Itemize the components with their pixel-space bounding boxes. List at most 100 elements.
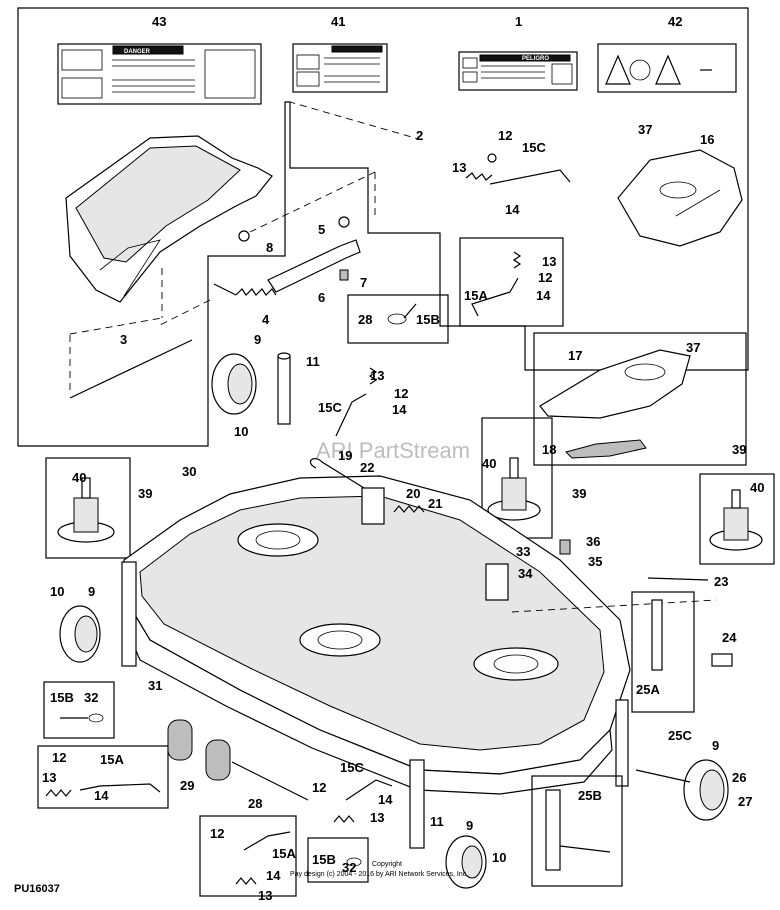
callout-12[interactable]: 12 bbox=[538, 270, 552, 285]
spring-20 bbox=[393, 505, 425, 513]
callout-28[interactable]: 28 bbox=[358, 312, 372, 327]
callout-40[interactable]: 40 bbox=[72, 470, 86, 485]
callout-40[interactable]: 40 bbox=[750, 480, 764, 495]
callout-42[interactable]: 42 bbox=[668, 14, 682, 29]
callout-14[interactable]: 14 bbox=[266, 868, 281, 883]
callout-10[interactable]: 10 bbox=[492, 850, 506, 865]
inset-spindle-right bbox=[699, 473, 775, 565]
callout-40[interactable]: 40 bbox=[482, 456, 496, 471]
callout-11[interactable]: 11 bbox=[430, 814, 444, 829]
callout-1[interactable]: 1 bbox=[515, 14, 522, 29]
decal-42 bbox=[597, 43, 737, 93]
callout-36[interactable]: 36 bbox=[586, 534, 600, 549]
callout-13[interactable]: 13 bbox=[370, 368, 384, 383]
callout-21[interactable]: 21 bbox=[428, 496, 442, 511]
callout-5[interactable]: 5 bbox=[318, 222, 325, 237]
callout-20[interactable]: 20 bbox=[406, 486, 420, 501]
washer-8 bbox=[238, 230, 250, 242]
callout-15b[interactable]: 15B bbox=[50, 690, 74, 705]
callout-43[interactable]: 43 bbox=[152, 14, 166, 29]
callout-30[interactable]: 30 bbox=[182, 464, 196, 479]
callout-29[interactable]: 29 bbox=[180, 778, 194, 793]
callout-9[interactable]: 9 bbox=[712, 738, 719, 753]
callout-13[interactable]: 13 bbox=[542, 254, 556, 269]
callout-19[interactable]: 19 bbox=[338, 448, 352, 463]
callout-32[interactable]: 32 bbox=[342, 860, 356, 875]
callout-9[interactable]: 9 bbox=[254, 332, 261, 347]
callout-13[interactable]: 13 bbox=[452, 160, 466, 175]
callout-39[interactable]: 39 bbox=[732, 442, 746, 457]
callout-15b[interactable]: 15B bbox=[312, 852, 336, 867]
callout-8[interactable]: 8 bbox=[266, 240, 273, 255]
callout-17[interactable]: 17 bbox=[568, 348, 582, 363]
callout-37[interactable]: 37 bbox=[638, 122, 652, 137]
copyright-line-2: Pay design (c) 2004 - 2016 by ARI Networ… bbox=[290, 871, 468, 878]
callout-14[interactable]: 14 bbox=[536, 288, 551, 303]
callout-12[interactable]: 12 bbox=[498, 128, 512, 143]
mower-deck-30 bbox=[121, 475, 631, 795]
callout-16[interactable]: 16 bbox=[700, 132, 714, 147]
callout-15a[interactable]: 15A bbox=[272, 846, 296, 861]
callout-14[interactable]: 14 bbox=[505, 202, 520, 217]
callout-26[interactable]: 26 bbox=[732, 770, 746, 785]
roller-29 bbox=[167, 719, 309, 801]
peligro-label: PELIGRO bbox=[522, 56, 549, 62]
callout-23[interactable]: 23 bbox=[714, 574, 728, 589]
callout-34[interactable]: 34 bbox=[518, 566, 533, 581]
callout-15b[interactable]: 15B bbox=[416, 312, 440, 327]
callout-12[interactable]: 12 bbox=[52, 750, 66, 765]
callout-15a[interactable]: 15A bbox=[464, 288, 488, 303]
callout-25a[interactable]: 25A bbox=[636, 682, 660, 697]
callout-39[interactable]: 39 bbox=[138, 486, 152, 501]
callout-13[interactable]: 13 bbox=[42, 770, 56, 785]
callout-15c[interactable]: 15C bbox=[318, 400, 342, 415]
callout-2[interactable]: 2 bbox=[416, 128, 423, 143]
spindle-right bbox=[709, 489, 763, 551]
callout-13[interactable]: 13 bbox=[370, 810, 384, 825]
callout-22[interactable]: 22 bbox=[360, 460, 374, 475]
callout-25c[interactable]: 25C bbox=[668, 728, 692, 743]
callout-15a[interactable]: 15A bbox=[100, 752, 124, 767]
decal-1: PELIGRO bbox=[458, 51, 578, 91]
callout-12[interactable]: 12 bbox=[210, 826, 224, 841]
spindle-25a bbox=[651, 599, 663, 671]
callout-33[interactable]: 33 bbox=[516, 544, 530, 559]
callout-24[interactable]: 24 bbox=[722, 630, 737, 645]
callout-28[interactable]: 28 bbox=[248, 796, 262, 811]
callout-9[interactable]: 9 bbox=[466, 818, 473, 833]
inset-17-18 bbox=[533, 332, 747, 466]
callout-4[interactable]: 4 bbox=[262, 312, 270, 327]
callout-31[interactable]: 31 bbox=[148, 678, 162, 693]
callout-35[interactable]: 35 bbox=[588, 554, 602, 569]
callout-3[interactable]: 3 bbox=[120, 332, 127, 347]
callout-12[interactable]: 12 bbox=[394, 386, 408, 401]
inset-spindle-left bbox=[45, 457, 131, 559]
callout-10[interactable]: 10 bbox=[50, 584, 64, 599]
inset-15a-top bbox=[459, 237, 564, 327]
callout-12[interactable]: 12 bbox=[312, 780, 326, 795]
rod-23 bbox=[647, 577, 709, 581]
callout-39[interactable]: 39 bbox=[572, 486, 586, 501]
bracket-6 bbox=[267, 239, 361, 293]
callout-13[interactable]: 13 bbox=[258, 888, 272, 903]
callout-37[interactable]: 37 bbox=[686, 340, 700, 355]
callout-41[interactable]: 41 bbox=[331, 14, 345, 29]
callout-18[interactable]: 18 bbox=[542, 442, 556, 457]
callout-14[interactable]: 14 bbox=[392, 402, 407, 417]
callout-14[interactable]: 14 bbox=[378, 792, 393, 807]
callout-15c[interactable]: 15C bbox=[340, 760, 364, 775]
callout-27[interactable]: 27 bbox=[738, 794, 752, 809]
callout-9[interactable]: 9 bbox=[88, 584, 95, 599]
callout-6[interactable]: 6 bbox=[318, 290, 325, 305]
inset-15b-32-lower bbox=[307, 837, 369, 883]
callout-labels: 43 41 1 42 2 37 16 12 15C 13 14 5 8 7 6 … bbox=[42, 14, 764, 903]
inset-15a-lower bbox=[199, 815, 297, 897]
callout-11[interactable]: 11 bbox=[306, 354, 320, 369]
callout-10[interactable]: 10 bbox=[234, 424, 248, 439]
callout-32[interactable]: 32 bbox=[84, 690, 98, 705]
callout-15c[interactable]: 15C bbox=[522, 140, 546, 155]
callout-25b[interactable]: 25B bbox=[578, 788, 602, 803]
callout-14[interactable]: 14 bbox=[94, 788, 109, 803]
callout-7[interactable]: 7 bbox=[360, 275, 367, 290]
inset-25b bbox=[531, 775, 623, 887]
